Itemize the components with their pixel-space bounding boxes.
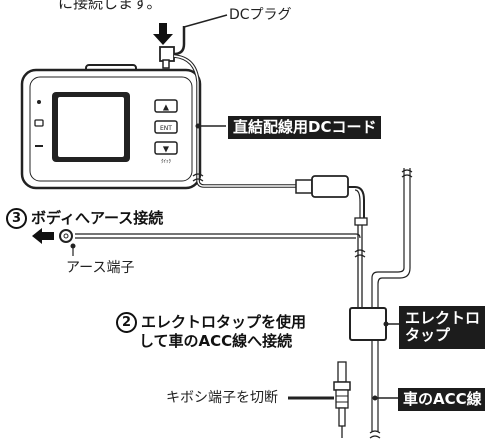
step-number-3: 3 [6, 208, 27, 229]
step-number-2: 2 [116, 312, 137, 333]
dashcam-device: ▲ ENT ▼ ｸｲｯｸ [20, 64, 202, 190]
svg-text:▲: ▲ [163, 103, 170, 112]
dc-plug [153, 23, 186, 69]
svg-text:ENT: ENT [160, 125, 172, 132]
kiboshi-terminal [288, 361, 351, 438]
electro-tap-label: エレクトロ タップ [399, 306, 485, 349]
svg-text:▼: ▼ [163, 145, 170, 154]
acc-wire-label: 車のACC線 [398, 388, 485, 412]
acc-wire [369, 168, 413, 439]
device-button-down: ▼ [154, 141, 178, 155]
device-button-up: ▲ [154, 99, 178, 113]
cut-terminal-label: キボシ端子を切断 [166, 390, 278, 406]
svg-text:ｸｲｯｸ: ｸｲｯｸ [161, 159, 172, 165]
ground-terminal-label: アース端子 [66, 260, 135, 276]
device-button-ent: ENT [154, 120, 178, 134]
tap-step-label-line2: して車のACC線へ接続 [139, 332, 293, 350]
ground-wire [32, 228, 361, 256]
fuse-holder [295, 175, 355, 198]
direct-cord-label: 直結配線用DCコード [228, 116, 382, 140]
electro-tap [349, 307, 404, 341]
header-partial-text: に接続します。 [58, 0, 162, 12]
dc-plug-label: DCプラグ [229, 7, 292, 23]
